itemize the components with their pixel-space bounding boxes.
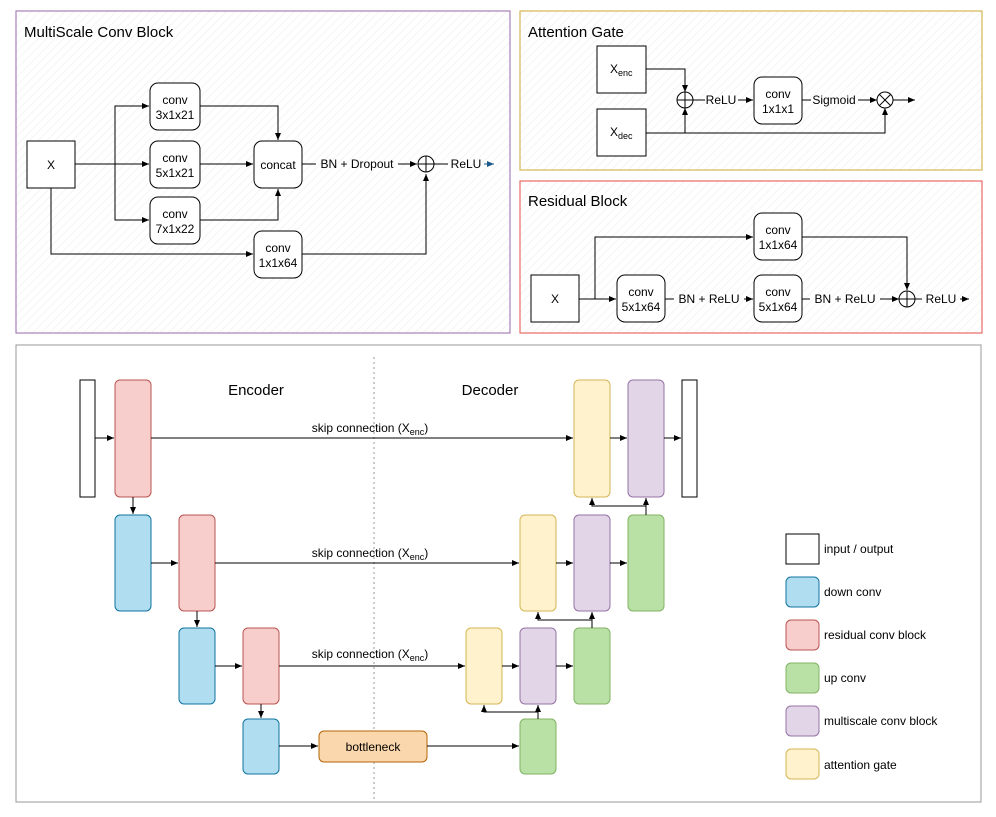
ms-conv-d-l1: conv bbox=[265, 241, 290, 255]
skip-connection-label-1: skip connection (Xenc) bbox=[312, 421, 429, 437]
legend-label-io: input / output bbox=[824, 542, 894, 556]
legend-swatch-attention bbox=[785, 748, 820, 780]
ag-xdec-label: Xdec bbox=[610, 125, 633, 141]
attention-panel: Attention Gate Xenc Xdec conv 1x1x1 ReLU… bbox=[519, 10, 983, 171]
legend-swatch-multiscale bbox=[785, 705, 820, 737]
ag-conv-l1: conv bbox=[765, 87, 790, 101]
ms-conv-d-l2: 1x1x64 bbox=[259, 256, 298, 270]
multiscale-panel: MultiScale Conv Block X conv 3x1x21 conv… bbox=[15, 10, 511, 334]
rb-conv-top-l2: 1x1x64 bbox=[759, 238, 798, 252]
unet-panel: Encoder Decoder bottleneck bbox=[15, 344, 982, 803]
multiscale-title: MultiScale Conv Block bbox=[24, 24, 174, 41]
ag-xdec-box bbox=[596, 108, 647, 157]
legend-label-multiscale: multiscale conv block bbox=[824, 714, 938, 728]
legend-swatch-io bbox=[785, 533, 820, 565]
unet-connectors bbox=[95, 435, 681, 749]
rb-conv-1-l1: conv bbox=[628, 285, 653, 299]
ms-concat-label: concat bbox=[260, 158, 296, 172]
legend-label-down-conv: down conv bbox=[824, 585, 881, 599]
dec-attention-gate-3 bbox=[465, 627, 503, 705]
dec-up-conv-1 bbox=[627, 514, 665, 612]
attention-title: Attention Gate bbox=[528, 24, 624, 41]
dec-up-conv-2 bbox=[573, 627, 611, 705]
unet-input bbox=[79, 379, 96, 498]
ms-conv-a-l1: conv bbox=[162, 93, 187, 107]
ms-relu-label: ReLU bbox=[451, 157, 482, 171]
rb-input-box bbox=[530, 274, 580, 323]
ag-relu-label: ReLU bbox=[706, 93, 737, 107]
ag-sigmoid-label: Sigmoid bbox=[812, 93, 855, 107]
ms-input-box bbox=[26, 140, 76, 189]
enc-residual-block-1 bbox=[114, 379, 152, 498]
legend-label-up-conv: up conv bbox=[824, 671, 866, 685]
rb-conv-2-l2: 5x1x64 bbox=[759, 300, 798, 314]
rb-input-label: X bbox=[551, 292, 559, 306]
dec-multiscale-block-3 bbox=[519, 627, 557, 705]
dec-multiscale-block-1 bbox=[627, 379, 665, 498]
encoder-label: Encoder bbox=[228, 382, 284, 399]
dec-up-conv-3 bbox=[519, 718, 557, 775]
dec-attention-gate-1 bbox=[573, 379, 611, 498]
ms-conv-b-l1: conv bbox=[162, 151, 187, 165]
enc-residual-block-2 bbox=[178, 514, 216, 612]
rb-conv-top-l1: conv bbox=[765, 223, 790, 237]
skip-connection-label-2: skip connection (Xenc) bbox=[312, 546, 429, 562]
rb-bn-relu-2: BN + ReLU bbox=[814, 292, 875, 306]
rb-conv-1-l2: 5x1x64 bbox=[622, 300, 661, 314]
ms-input-label: X bbox=[47, 158, 55, 172]
legend: input / output down conv residual conv b… bbox=[785, 533, 938, 780]
ms-conv-c-l2: 7x1x22 bbox=[156, 222, 195, 236]
enc-down-conv-3 bbox=[242, 718, 280, 775]
ag-xenc-label: Xenc bbox=[610, 62, 633, 78]
bottleneck-label: bottleneck bbox=[346, 740, 402, 754]
rb-relu-label: ReLU bbox=[926, 292, 957, 306]
ag-xenc-box bbox=[596, 45, 647, 94]
residual-panel: Residual Block X conv 1x1x64 conv 5x1x64… bbox=[519, 180, 983, 334]
dec-multiscale-block-2 bbox=[573, 514, 611, 612]
rb-conv-2-l1: conv bbox=[765, 285, 790, 299]
ag-conv-l2: 1x1x1 bbox=[762, 102, 794, 116]
legend-label-attention: attention gate bbox=[824, 758, 897, 772]
ms-connectors bbox=[50, 103, 448, 257]
legend-label-residual: residual conv block bbox=[824, 628, 927, 642]
ms-conv-c-l1: conv bbox=[162, 207, 187, 221]
enc-down-conv-1 bbox=[114, 514, 152, 612]
decoder-label: Decoder bbox=[462, 382, 519, 399]
unet-panel-frame bbox=[15, 344, 982, 803]
legend-swatch-down-conv bbox=[785, 576, 820, 608]
legend-swatch-residual bbox=[785, 619, 820, 651]
dec-attention-gate-2 bbox=[519, 514, 557, 612]
enc-residual-block-3 bbox=[242, 627, 280, 705]
residual-panel-frame bbox=[519, 180, 983, 334]
unet-output bbox=[681, 379, 698, 498]
ms-bn-dropout-label: BN + Dropout bbox=[320, 157, 394, 171]
legend-swatch-up-conv bbox=[785, 662, 820, 694]
residual-title: Residual Block bbox=[528, 193, 628, 210]
rb-bn-relu-1: BN + ReLU bbox=[678, 292, 739, 306]
ms-conv-a-l2: 3x1x21 bbox=[156, 108, 195, 122]
skip-connection-label-3: skip connection (Xenc) bbox=[312, 647, 429, 663]
ag-connectors bbox=[646, 68, 915, 134]
rb-connectors bbox=[579, 234, 969, 308]
enc-down-conv-2 bbox=[178, 627, 216, 705]
ms-conv-b-l2: 5x1x21 bbox=[156, 166, 195, 180]
